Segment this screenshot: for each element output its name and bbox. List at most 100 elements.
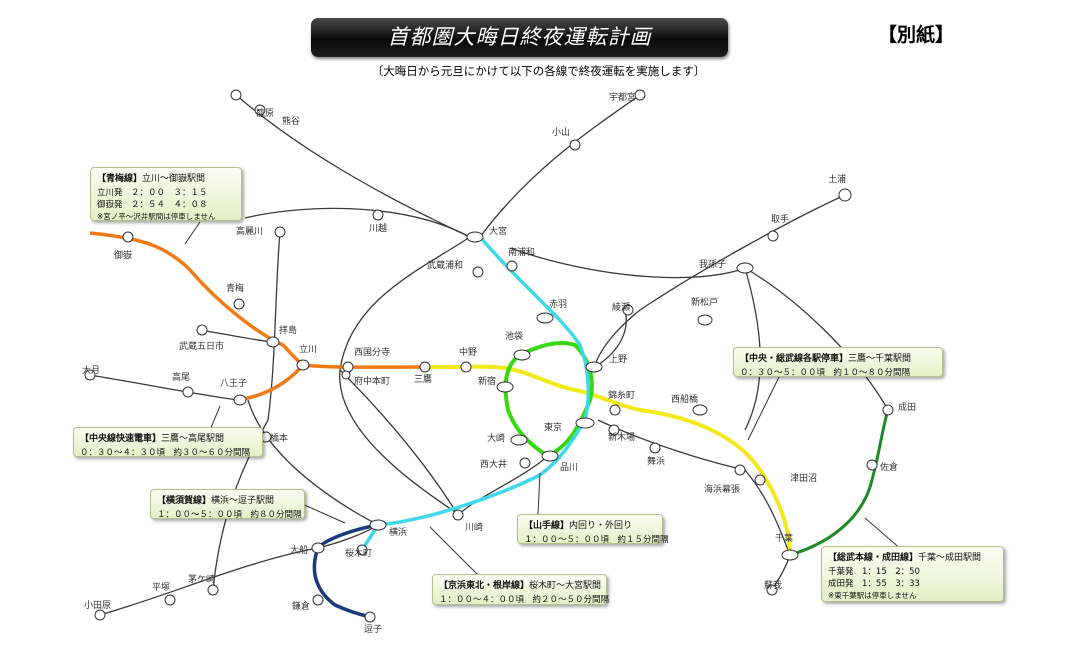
station-marker: [634, 89, 646, 101]
station-label: 平塚: [152, 582, 170, 593]
info-box-header: 【山手線】内回り・外回り: [524, 518, 656, 531]
station-label: 錦糸町: [608, 389, 635, 401]
narita-abiko: [744, 267, 889, 411]
kawagoe-line: [244, 207, 471, 238]
station-marker: [781, 549, 799, 561]
station-marker: [608, 424, 620, 436]
station-marker: [207, 584, 219, 596]
station-label: 武蔵浦和: [427, 259, 463, 271]
info-box-sobu-narita: 【総武本線・成田線】千葉～成田駅間 千葉発 1：15 2：50 成田発 1：55…: [821, 546, 1004, 602]
station-marker: [506, 260, 518, 272]
station-label: 大崎: [487, 432, 505, 444]
station-label: 大月: [82, 364, 100, 376]
station-label: 熊谷: [282, 115, 300, 127]
info-box-chuo-rapid: 【中央線快速電車】三鷹～高尾駅間 ０：３０～４：３０頃 約３０～６０分間隔: [73, 427, 263, 458]
station-label: 小山: [552, 127, 570, 138]
station-marker: [519, 457, 531, 469]
station-marker: [513, 349, 531, 361]
station-marker: [622, 304, 634, 316]
station-label: 上野: [609, 354, 627, 365]
tsurumi-osaki: [457, 455, 549, 516]
station-label: 宇都宮: [609, 91, 636, 103]
station-marker: [766, 584, 778, 596]
station-label: 蘇我: [764, 579, 782, 591]
attachment-tag: 【別紙】: [878, 24, 955, 46]
station-marker: [94, 609, 106, 621]
info-box-ome-line: 【青梅線】立川～御嶽駅間 立川発 ２：００ ３：１５ 御嶽発 ２：５４ ４：０８…: [90, 167, 242, 221]
ome-line-path: [89, 231, 305, 367]
station-label: 津田沼: [790, 473, 817, 484]
station-marker: [296, 359, 310, 371]
station-marker: [767, 230, 779, 242]
station-label: 大宮: [489, 225, 507, 237]
info-box-header: 【横須賀線】横浜～逗子駅間: [157, 493, 298, 506]
info-box-header: 【京浜東北・根岸線】桜木町～大宮駅間: [439, 578, 601, 591]
callout-arrow: [209, 405, 221, 431]
chuo-west: [89, 374, 239, 401]
station-label: 南浦和: [508, 246, 535, 258]
station-marker: [575, 417, 595, 429]
station-marker: [838, 188, 852, 202]
line-name: 【中央・総武線各駅停車】: [740, 354, 849, 364]
schedule-row: 御嶽発 ２：５４ ４：０８: [97, 200, 208, 210]
callout-arrow: [747, 374, 781, 441]
callout-arrow: [864, 517, 903, 551]
station-label: 川崎: [465, 521, 483, 533]
station-label: 小田原: [84, 600, 111, 611]
station-marker: [692, 404, 708, 416]
station-label: 府中本町: [354, 375, 390, 387]
musashino-west: [339, 236, 471, 516]
station-label: 横浜: [389, 526, 407, 538]
station-marker: [697, 314, 713, 326]
station-label: 成田: [898, 401, 916, 413]
station-label: 赤羽: [549, 299, 567, 310]
station-label: 茅ケ崎: [188, 573, 215, 585]
line-name: 【山手線】: [524, 521, 570, 531]
schedule-row: 立川発 ２：００ ３：１５: [97, 188, 208, 198]
station-marker: [736, 262, 754, 274]
station-label: 品川: [560, 462, 578, 473]
info-box-yokosuka-line: 【横須賀線】横浜～逗子駅間 １：００～５：００頃 約８０分間隔: [150, 489, 305, 520]
station-marker: [372, 209, 384, 221]
callout-arrows: [184, 221, 903, 578]
station-label: 池袋: [505, 330, 523, 342]
chuo-rapid-path: [237, 363, 426, 402]
station-marker: [356, 544, 368, 556]
line-name: 【京浜東北・根岸線】: [439, 581, 530, 591]
station-label: 武蔵五日市: [179, 340, 224, 352]
station-label: 籠原: [256, 107, 274, 119]
line-name: 【中央線快速電車】: [80, 434, 162, 444]
station-label: 新宿: [478, 375, 496, 387]
station-marker: [233, 298, 245, 310]
station-marker: [311, 542, 325, 554]
chiyoda-line: [597, 309, 627, 366]
schedule-row: １：００～５：００頃 約８０分間隔: [157, 510, 302, 520]
station-marker: [364, 611, 376, 623]
station-label: 立川: [299, 343, 317, 355]
station-label: 高尾: [172, 371, 190, 383]
station-label: 拝島: [279, 324, 297, 336]
station-label: 取手: [771, 213, 789, 225]
station-marker: [182, 386, 194, 398]
station-label: 西大井: [480, 458, 507, 470]
station-label: 佐倉: [880, 461, 898, 473]
line-name: 【横須賀線】: [157, 496, 212, 506]
info-box-header: 【総武本線・成田線】千葉～成田駅間: [828, 550, 997, 563]
schedule-note: ※宮ノ平～沢井駅間は停車しません: [97, 212, 216, 221]
station-marker: [419, 361, 431, 373]
station-label: 橋本: [270, 432, 288, 444]
schedule-row: １：００～４：００頃 約２０～５０分間隔: [439, 595, 610, 605]
schedule-note: ※東千葉駅は停車しません: [828, 591, 917, 600]
schedule-row: ０：３０～５：００頃 約１０～８０分間隔: [740, 368, 911, 378]
station-label: 三鷹: [414, 373, 432, 385]
station-label: 綾瀬: [612, 301, 630, 313]
schedule-row: 成田発 1：55 3：33: [828, 579, 920, 589]
line-name: 【総武本線・成田線】: [828, 553, 919, 563]
station-marker: [341, 370, 351, 380]
line-section: 千葉～成田駅間: [918, 553, 982, 563]
station-label: 青梅: [226, 282, 244, 294]
tokaido-line: [99, 524, 379, 616]
station-marker: [882, 404, 894, 416]
sobu-narita-path: [789, 409, 890, 557]
